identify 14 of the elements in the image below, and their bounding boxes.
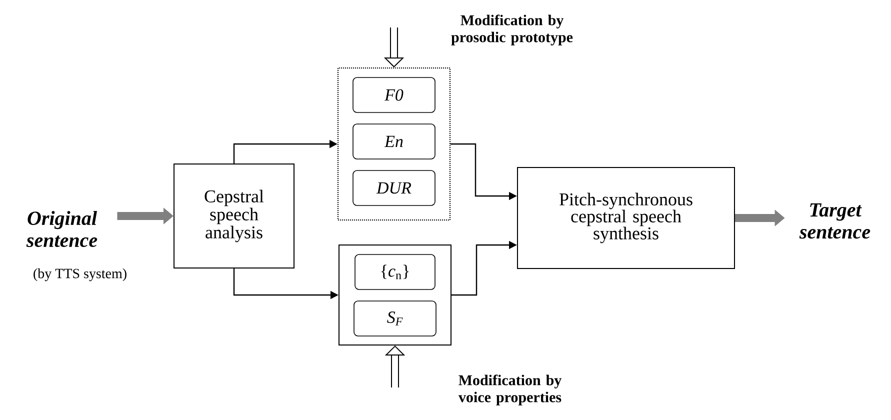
parameter-box: {c$_{n}$}	[354, 254, 436, 290]
parameter-box: En	[352, 124, 436, 160]
text-label: Original sentence	[26, 210, 98, 248]
text-label: Modification by prosodic prototype	[451, 14, 573, 46]
process-box: Pitch-synchronous cepstral speech synthesis	[517, 167, 735, 269]
process-box: Cepstral speech analysis	[174, 164, 294, 268]
group-box	[338, 68, 450, 220]
parameter-box: S$_{F}$	[354, 300, 436, 336]
process-box	[338, 244, 452, 346]
caption-text: (by TTS system)	[34, 268, 126, 282]
parameter-box: DUR	[352, 170, 436, 206]
text-label: Modification by voice properties	[458, 374, 562, 406]
parameter-box: F0	[352, 77, 436, 113]
text-label: Target sentence	[799, 203, 870, 239]
